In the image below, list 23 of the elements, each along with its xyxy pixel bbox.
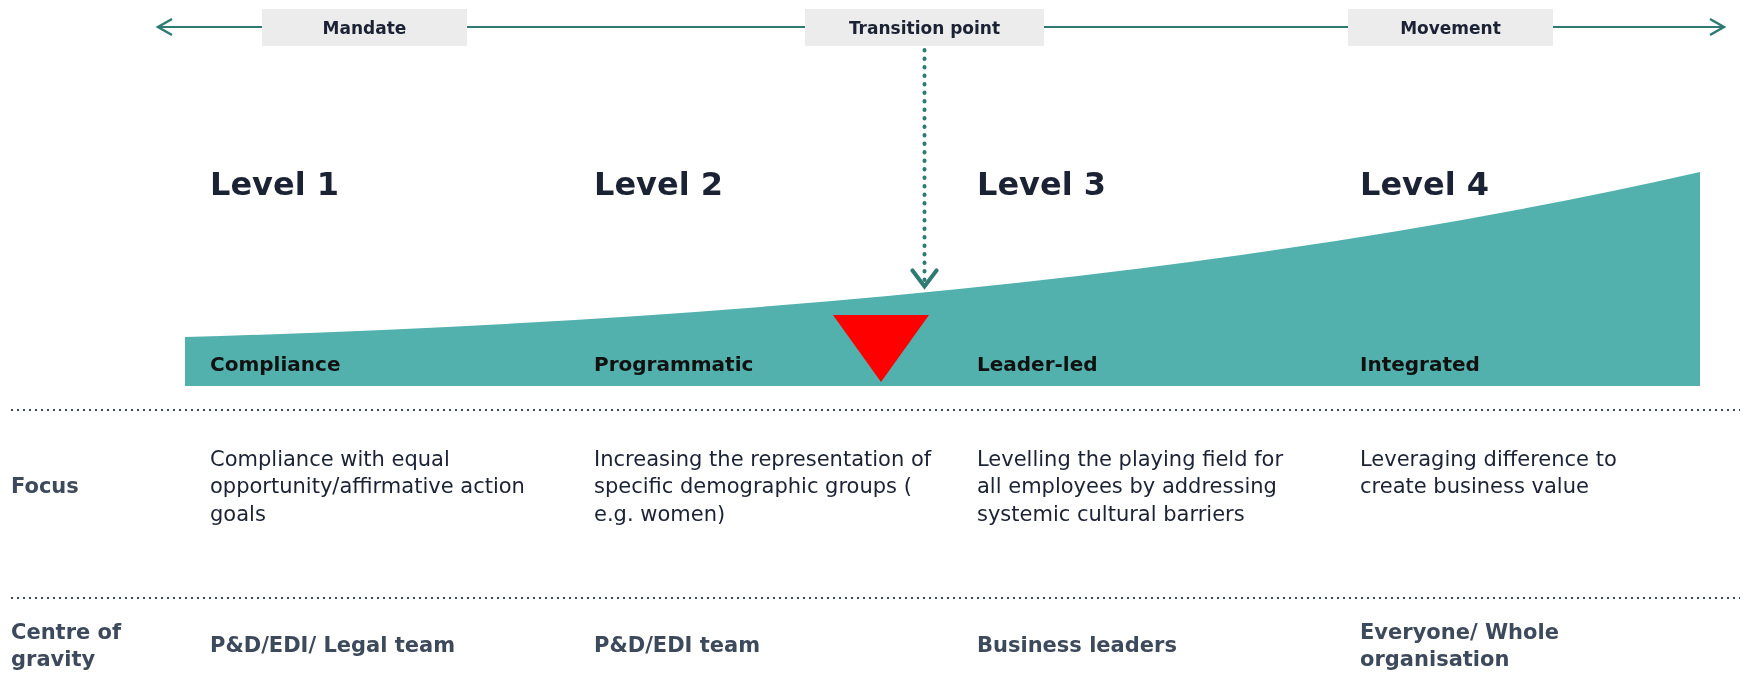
level-heading: Level 4	[1360, 165, 1490, 203]
team-text: Everyone/ Whole organisation	[1360, 619, 1560, 674]
row-heading: Centre of gravity	[11, 619, 123, 674]
team-text: Business leaders	[977, 632, 1178, 659]
arrow	[910, 48, 939, 289]
phase-tag: Movement	[1348, 9, 1553, 46]
wedge-band	[185, 172, 1700, 386]
focus-text: Increasing the representation of specific demographic groups ( e.g. women)	[594, 446, 933, 528]
phase-tag: Mandate	[262, 9, 467, 46]
band-label: Leader-led	[977, 352, 1098, 376]
level-heading: Level 3	[977, 165, 1107, 203]
phase-tag: Transition point	[805, 9, 1044, 46]
focus-text: Levelling the playing field for all employees by addressing systemic cultural barriers	[977, 446, 1285, 528]
band-label: Compliance	[210, 352, 341, 376]
focus-text: Compliance with equal opportunity/affirmative action goals	[210, 446, 526, 528]
row-heading: Focus	[11, 473, 80, 500]
team-text: P&D/EDI/ Legal team	[210, 632, 457, 659]
level-heading: Level 2	[594, 165, 724, 203]
team-text: P&D/EDI team	[594, 632, 762, 659]
focus-text: Leveraging difference to create business value	[1360, 446, 1618, 501]
band-label: Integrated	[1360, 352, 1480, 376]
level-heading: Level 1	[210, 165, 340, 203]
band-label: Programmatic	[594, 352, 754, 376]
